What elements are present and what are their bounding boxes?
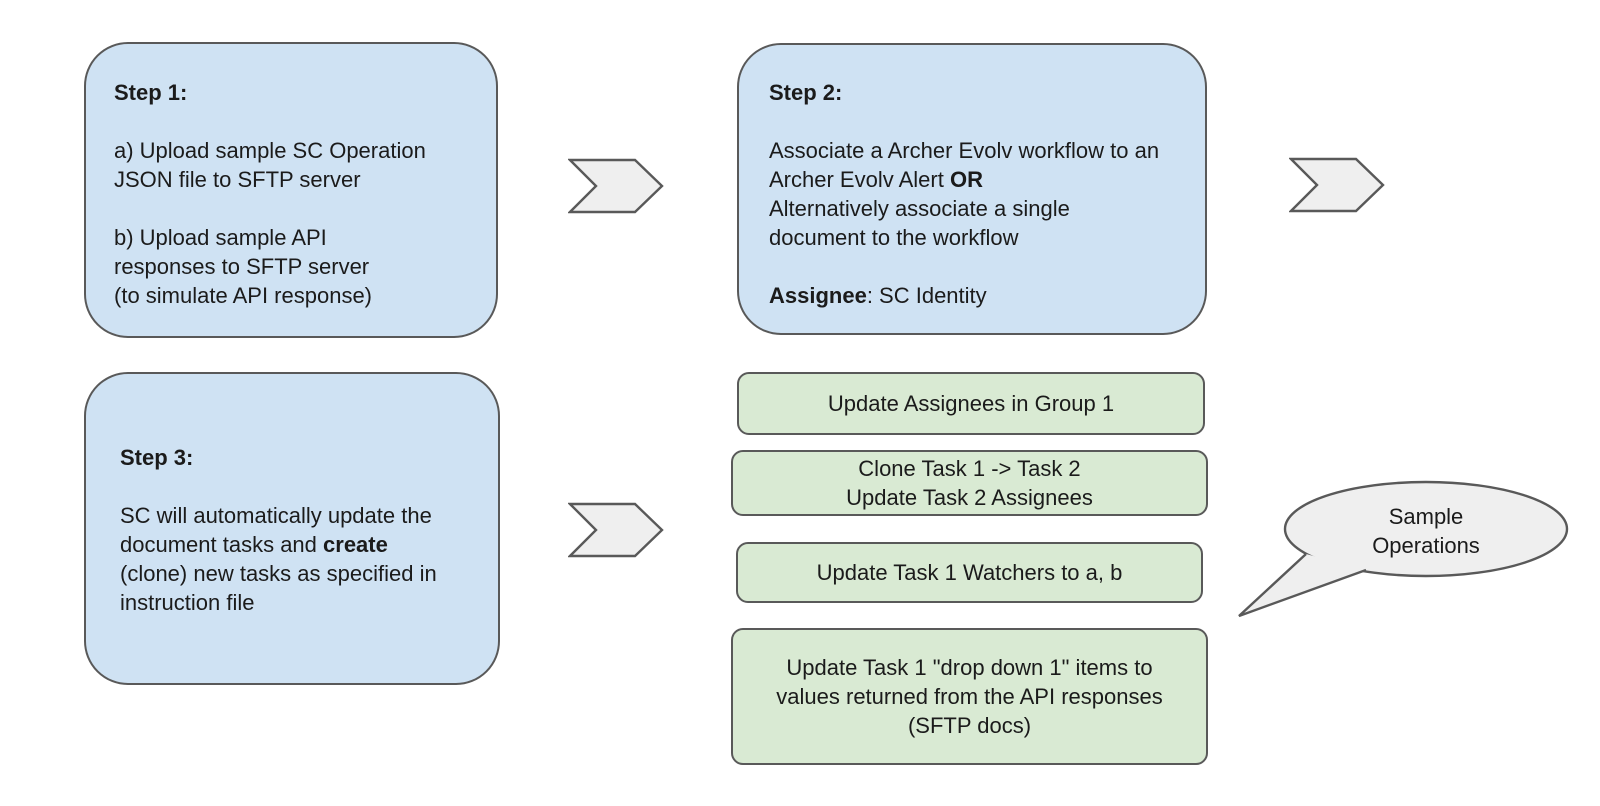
- chevron-right-icon-3: [568, 502, 664, 558]
- operation-box-3: Update Task 1 Watchers to a, b: [736, 542, 1203, 603]
- callout-ellipse: [1283, 480, 1569, 578]
- chevron-shape: [1289, 157, 1385, 213]
- callout-tail: [1238, 553, 1367, 618]
- step3-box: Step 3: SC will automatically update the…: [84, 372, 500, 685]
- operation-box-1: Update Assignees in Group 1: [737, 372, 1205, 435]
- chevron-right-icon-1: [568, 158, 664, 214]
- chevron-shape: [568, 502, 664, 558]
- step3-text: Step 3: SC will automatically update the…: [120, 445, 437, 615]
- operation-text-3: Update Task 1 Watchers to a, b: [816, 560, 1123, 585]
- callout-bubble-shape: [1238, 480, 1569, 618]
- chevron-shape: [568, 158, 664, 214]
- operation-text-1: Update Assignees in Group 1: [827, 391, 1115, 416]
- step2-box: Step 2: Associate a Archer Evolv workflo…: [737, 43, 1207, 335]
- chevron-right-icon-2: [1289, 157, 1385, 213]
- step2-text: Step 2: Associate a Archer Evolv workflo…: [769, 80, 1160, 308]
